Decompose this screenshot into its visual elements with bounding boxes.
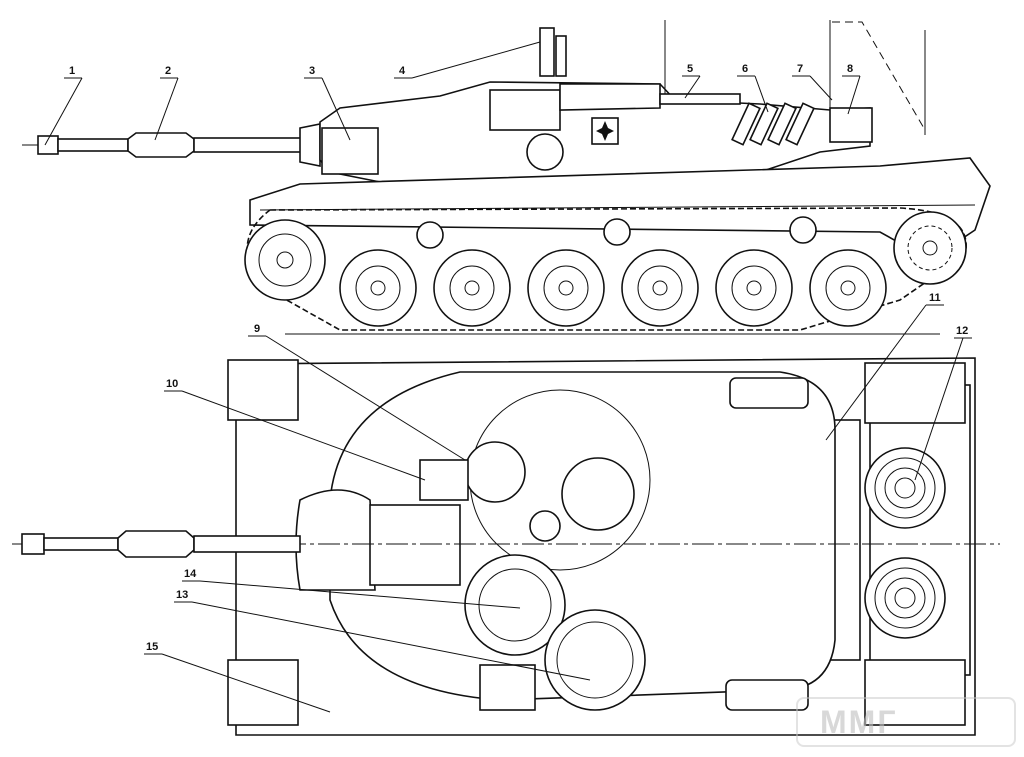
callout-10: 10 (166, 378, 178, 390)
callout-labels: 1 2 3 4 5 6 7 8 9 10 11 12 13 14 15 (69, 63, 968, 653)
turret-side (319, 20, 926, 183)
callout-5: 5 (687, 63, 693, 75)
callout-2: 2 (165, 65, 171, 77)
callout-9: 9 (254, 323, 260, 335)
callout-8: 8 (847, 63, 853, 75)
side-view (22, 20, 991, 331)
callout-4: 4 (399, 65, 406, 77)
top-view (12, 333, 1000, 736)
callout-3: 3 (309, 65, 315, 77)
callout-11: 11 (929, 292, 941, 304)
smoke-dischargers-side (731, 102, 815, 146)
gun-barrel-side (22, 123, 321, 167)
road-wheels (244, 211, 967, 327)
callout-14: 14 (184, 568, 197, 580)
cooling-fans (864, 447, 946, 639)
callout-6: 6 (742, 63, 748, 75)
callout-7: 7 (797, 63, 803, 75)
cross-emblem (591, 117, 619, 145)
track-side (246, 207, 967, 331)
callout-15: 15 (146, 641, 158, 653)
callout-12: 12 (956, 325, 968, 337)
leader-lines (44, 41, 972, 713)
callout-13: 13 (176, 589, 188, 601)
callout-1: 1 (69, 65, 75, 77)
smoke-dischargers-top (725, 377, 809, 711)
watermark-logo: ММГ (796, 697, 1016, 747)
